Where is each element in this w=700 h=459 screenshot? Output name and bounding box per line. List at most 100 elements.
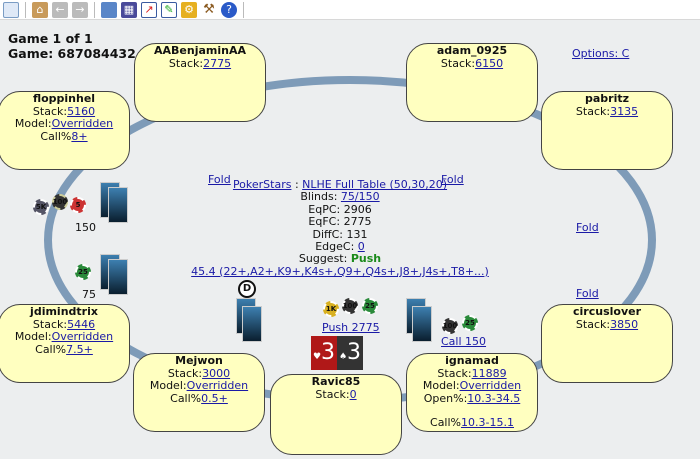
card-backs bbox=[236, 298, 266, 342]
stack-label: Stack: bbox=[167, 366, 203, 380]
hole-card-1: ♥3 bbox=[311, 336, 337, 370]
fold-action-circuslover[interactable]: Fold bbox=[576, 287, 599, 300]
hole-card-2: ♠3 bbox=[337, 336, 363, 370]
eqpc: EqPC: 2906 bbox=[308, 202, 372, 216]
stack-label: Stack: bbox=[168, 56, 204, 70]
edgec-label: EdgeC: bbox=[315, 240, 358, 254]
stack-link[interactable]: 6150 bbox=[475, 56, 504, 70]
chip-1k: 1K bbox=[323, 301, 339, 317]
game-id: Game: 687084432 bbox=[8, 46, 136, 61]
model-label: Model: bbox=[149, 379, 187, 392]
stack-label: Stack: bbox=[32, 317, 68, 331]
model-label: Model: bbox=[14, 330, 52, 343]
card-backs bbox=[406, 298, 436, 342]
card-rank: 3 bbox=[347, 340, 362, 365]
open-label: Open%: bbox=[423, 391, 468, 405]
edit-icon[interactable]: ✎ bbox=[161, 1, 177, 18]
table-type-link[interactable]: NLHE Full Table (50,30,20) bbox=[302, 178, 448, 191]
seat-circuslover: circuslover Stack:3850 bbox=[541, 304, 673, 383]
blinds-link[interactable]: 75/150 bbox=[340, 190, 380, 204]
stack-link[interactable]: 11889 bbox=[471, 366, 507, 380]
stack-link[interactable]: 5446 bbox=[67, 317, 96, 331]
edgec-link[interactable]: 0 bbox=[357, 240, 365, 254]
tools-icon[interactable]: ⚒ bbox=[201, 1, 217, 18]
card-backs bbox=[100, 182, 130, 224]
player-name: floppinhel bbox=[32, 92, 96, 105]
chip-5: 5 bbox=[70, 197, 86, 213]
seat-adam-0925: adam_0925 Stack:6150 bbox=[406, 43, 538, 122]
help-icon[interactable]: ? bbox=[221, 1, 237, 18]
player-name: circuslover bbox=[573, 305, 641, 318]
bet-amount: 150 bbox=[75, 221, 96, 234]
call-label: Call% bbox=[430, 416, 462, 429]
calculator-icon[interactable]: ▦ bbox=[121, 1, 137, 18]
stack-link[interactable]: 3135 bbox=[610, 104, 639, 118]
player-name: ignamad bbox=[445, 354, 499, 367]
stack-label: Stack: bbox=[437, 366, 472, 380]
model-link[interactable]: Overridden bbox=[186, 379, 249, 392]
back-icon[interactable]: ← bbox=[52, 1, 68, 18]
chip-100: 100 bbox=[342, 298, 358, 314]
suit-heart-icon: ♥ bbox=[312, 352, 322, 362]
stack-link[interactable]: 3000 bbox=[202, 366, 231, 380]
suggest-label: Suggest: bbox=[298, 252, 351, 266]
settings-icon[interactable]: ⚙ bbox=[181, 1, 197, 18]
table-info: PokerStars : NLHE Full Table (50,30,20) … bbox=[180, 178, 500, 278]
chip-5k: 5K bbox=[33, 199, 49, 215]
player-name: pabritz bbox=[584, 92, 630, 105]
stack-link[interactable]: 0 bbox=[349, 387, 357, 401]
push-bet[interactable]: Push 2775 bbox=[322, 321, 380, 334]
copy-icon[interactable] bbox=[101, 1, 117, 18]
game-info: Game 1 of 1 Game: 687084432 bbox=[8, 31, 136, 61]
diffc: DiffC: 131 bbox=[312, 227, 368, 241]
stack-link[interactable]: 2775 bbox=[203, 56, 232, 70]
model-link[interactable]: Overridden bbox=[51, 117, 114, 130]
range-link[interactable]: 45.4 (22+,A2+,K9+,K4s+,Q9+,Q4s+,J8+,J4s+… bbox=[191, 264, 489, 278]
player-name: jdimindtrix bbox=[30, 305, 98, 318]
chip-100: 100 bbox=[52, 194, 68, 210]
call-link[interactable]: 7.5+ bbox=[66, 342, 93, 356]
seat-pabritz: pabritz Stack:3135 bbox=[541, 91, 673, 170]
seat-ignamad: ignamad Stack:11889 Model:Overridden Ope… bbox=[406, 353, 538, 432]
player-name: AABenjaminAA bbox=[154, 44, 246, 57]
seat-mejwon: Mejwon Stack:3000 Model:Overridden Call%… bbox=[133, 353, 265, 432]
call-label: Call% bbox=[35, 342, 67, 356]
stack-link[interactable]: 3850 bbox=[610, 317, 639, 331]
chart-icon[interactable]: ↗ bbox=[141, 1, 157, 18]
stack-label: Stack: bbox=[32, 104, 68, 118]
seat-ravic85: Ravic85 Stack:0 bbox=[270, 374, 402, 455]
seat-floppinhel: floppinhel Stack:5160 Model:Overridden C… bbox=[0, 91, 130, 170]
call-link[interactable]: 10.3-15.1 bbox=[461, 416, 514, 429]
bet-amount: 75 bbox=[82, 288, 96, 301]
options-link[interactable]: Options: C bbox=[572, 47, 630, 60]
call-link[interactable]: 0.5+ bbox=[201, 391, 228, 405]
stack-label: Stack: bbox=[575, 317, 611, 331]
call-link[interactable]: 8+ bbox=[71, 129, 88, 143]
site-link[interactable]: PokerStars bbox=[232, 178, 292, 191]
fold-action-adam[interactable]: Fold bbox=[441, 173, 464, 186]
chip-100: 100 bbox=[442, 318, 458, 334]
call-label: Call% bbox=[170, 391, 202, 405]
model-label: Model: bbox=[422, 379, 460, 392]
suggest-value: Push bbox=[350, 252, 382, 266]
toolbar-separator bbox=[94, 1, 95, 18]
model-link[interactable]: Overridden bbox=[459, 379, 522, 392]
model-label: Model: bbox=[14, 117, 52, 130]
call-label: Call% bbox=[40, 129, 72, 143]
chip-25: 25 bbox=[75, 264, 91, 280]
game-counter: Game 1 of 1 bbox=[8, 31, 93, 46]
open-link[interactable]: 10.3-34.5 bbox=[467, 391, 521, 405]
home-icon[interactable]: ⌂ bbox=[32, 1, 48, 18]
card-backs bbox=[100, 254, 130, 296]
stack-link[interactable]: 5160 bbox=[67, 104, 96, 118]
new-document-icon[interactable] bbox=[3, 1, 19, 18]
model-link[interactable]: Overridden bbox=[51, 330, 114, 343]
toolbar-separator bbox=[243, 1, 244, 18]
forward-icon[interactable]: → bbox=[72, 1, 88, 18]
chip-25: 25 bbox=[462, 315, 478, 331]
chip-25: 25 bbox=[362, 298, 378, 314]
separator: : bbox=[291, 178, 303, 191]
fold-action-aabenjaminaa[interactable]: Fold bbox=[208, 173, 231, 186]
call-bet[interactable]: Call 150 bbox=[441, 335, 487, 348]
fold-action-pabritz[interactable]: Fold bbox=[576, 221, 599, 234]
